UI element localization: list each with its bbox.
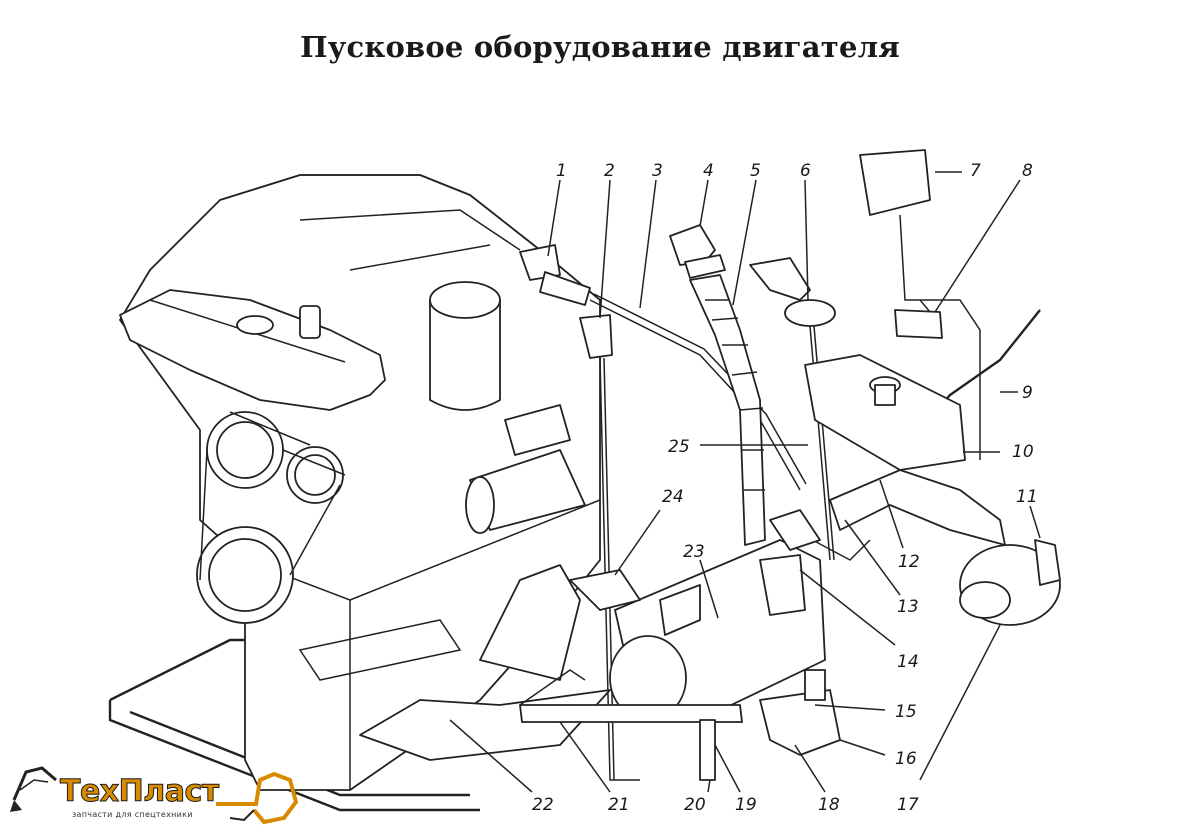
callout-13: 13	[897, 597, 919, 617]
part-10-fuel-tank	[804, 354, 966, 471]
techplast-logo: ТехПласт запчасти для спецтехники	[8, 760, 308, 832]
callout-10: 10	[1012, 442, 1034, 462]
callout-3: 3	[652, 161, 663, 181]
callout-11: 11	[1016, 487, 1038, 507]
part-23-heater	[609, 509, 841, 756]
part-24-plate	[479, 564, 641, 681]
callout-12: 12	[898, 552, 920, 572]
callout-25: 25	[668, 437, 690, 457]
callout-23: 23	[683, 542, 705, 562]
diagram-title: Пусковое оборудование двигателя	[300, 30, 900, 64]
pulleys-and-belt	[196, 411, 346, 624]
callout-4: 4	[703, 161, 714, 181]
engine-block	[119, 174, 601, 791]
logo-tagline: запчасти для спецтехники	[72, 810, 193, 819]
callout-20: 20	[684, 795, 706, 815]
leader-lines	[449, 171, 1041, 793]
callout-2: 2	[604, 161, 615, 181]
part-4-filler-cap	[669, 224, 726, 279]
callout-5: 5	[750, 161, 761, 181]
callout-1: 1	[556, 161, 567, 181]
part-12-13-pipes	[774, 469, 1006, 561]
callout-16: 16	[895, 749, 917, 769]
callout-15: 15	[895, 702, 917, 722]
callout-8: 8	[1022, 161, 1033, 181]
callout-6: 6	[800, 161, 811, 181]
callout-19: 19	[735, 795, 757, 815]
part-1-sensor	[519, 244, 591, 306]
part-6-control-knob	[749, 257, 836, 561]
part-8-resistor	[894, 299, 943, 339]
callout-numbers: 1 2 3 4 5 6 7 8 9 10 11 12 13 14 15 16 1…	[532, 161, 1038, 815]
part-11-17-blower	[959, 539, 1061, 626]
callout-21: 21	[608, 795, 630, 815]
callout-7: 7	[970, 161, 981, 181]
logo-wordmark: ТехПласт	[60, 774, 220, 810]
callout-22: 22	[532, 795, 554, 815]
part-5-hose	[689, 274, 766, 546]
excavator-arm-icon	[10, 766, 299, 825]
part-19-21-pump	[519, 669, 743, 781]
callout-9: 9	[1022, 383, 1033, 403]
part-3-fuel-pipe	[589, 293, 807, 491]
callout-17: 17	[897, 795, 919, 815]
callout-14: 14	[897, 652, 919, 672]
callout-18: 18	[818, 795, 840, 815]
callout-24: 24	[662, 487, 684, 507]
